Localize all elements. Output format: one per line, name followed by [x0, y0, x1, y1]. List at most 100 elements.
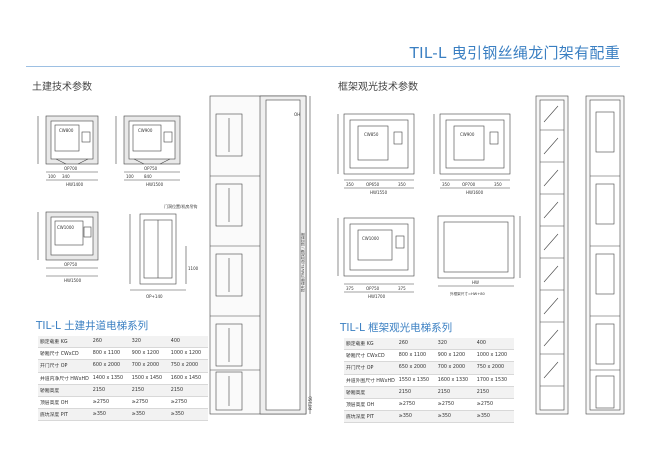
shaft-side-note: 提升高度(TRAVEL)及层站数 / 顶层高度: [300, 232, 305, 292]
frame-table-cell: 2150: [435, 386, 475, 399]
civil-plan-drawings: CW800 OP700 340 HW1400 100 CW900 OP750 8…: [37, 115, 199, 299]
frame-table-cell: 1550 x 1350: [396, 374, 436, 387]
frame-table-cell: 650 x 2000: [396, 361, 436, 375]
frame-series-title: TIL-L 框架观光电梯系列: [340, 322, 453, 334]
frame-box-label: HW: [472, 280, 479, 285]
shaft-bottom-label: PIT350: [308, 396, 313, 410]
frame-plan3-right: 375: [398, 286, 406, 291]
civil-table-cell: 400: [168, 336, 208, 349]
civil-table-cell: ≥350: [129, 408, 169, 422]
plan2-mid-dim: 840: [144, 174, 152, 179]
frame-table-cell: 320: [435, 338, 475, 351]
frame-plan2-width: HW1600: [466, 190, 484, 195]
civil-table-cell: 900 x 1200: [129, 347, 169, 361]
frame-shaft-section: [535, 95, 625, 415]
civil-table-cell: 1400 x 1350: [90, 372, 130, 385]
civil-table-cell: 2150: [129, 384, 169, 397]
frame-plan2-right: 350: [494, 182, 502, 187]
civil-series-title: TIL-L 土建井道电梯系列: [36, 320, 149, 332]
frame-table-cell: 2150: [474, 386, 514, 399]
civil-table-row-label: 额定载重 KG: [38, 336, 91, 349]
frame-table-cell: 800 x 1100: [396, 349, 436, 363]
frame-table-row-label: 井道外围尺寸 HWxHD: [344, 374, 397, 387]
page-title: TIL-L 曳引钢丝绳龙门架有配重: [409, 44, 620, 62]
frame-table-cell: 750 x 2000: [474, 361, 514, 375]
civil-table-row-label: 开门尺寸 OP: [38, 359, 91, 373]
shaft-top-label: OH: [294, 112, 300, 117]
civil-table-row-label: 顶层高度 OH: [38, 396, 91, 410]
frame-table-cell: ≥350: [435, 410, 475, 424]
frame-plan2-car: CW900: [460, 132, 475, 137]
civil-table-cell: 600 x 2000: [90, 359, 130, 373]
plan2-car-label: CW900: [138, 128, 153, 133]
frame-plan3-door: OP750: [366, 286, 380, 291]
civil-table-cell: 1500 x 1450: [129, 372, 169, 385]
plan3-width-label: HW1500: [64, 278, 82, 283]
civil-table-cell: 800 x 1100: [90, 347, 130, 361]
plan3-door-label: OP750: [64, 262, 78, 267]
civil-table-row-label: 轿厢高度: [38, 384, 91, 397]
frame-table-cell: 260: [396, 338, 436, 351]
plan2-width-label: HW1500: [146, 182, 164, 187]
civil-table-cell: 750 x 2000: [168, 359, 208, 373]
frame-table-row-label: 顶层高度 OH: [344, 398, 397, 412]
civil-table-cell: ≥2750: [168, 396, 208, 410]
civil-table-row: 底坑深度 PIT≥350≥350≥350: [38, 408, 208, 422]
frame-table-row-label: 额定载重 KG: [344, 338, 397, 351]
elevation-side-dim: 1100: [188, 266, 199, 271]
frame-table-cell: ≥2750: [396, 398, 436, 412]
plan2-left-dim: 100: [126, 174, 134, 179]
frame-table-cell: 1600 x 1330: [435, 374, 475, 387]
frame-table-row-label: 轿厢高度: [344, 386, 397, 399]
plan1-mid-dim: 340: [62, 174, 70, 179]
civil-section-heading: 土建技术参数: [32, 82, 92, 93]
frame-table-row-label: 开门尺寸 OP: [344, 361, 397, 375]
frame-plan1-width: HW1550: [370, 190, 388, 195]
frame-plan1-car: CW850: [364, 132, 379, 137]
frame-table-cell: ≥2750: [435, 398, 475, 412]
civil-table-row: 顶层高度 OH≥2750≥2750≥2750: [38, 396, 208, 410]
civil-table-cell: ≥350: [90, 408, 130, 422]
civil-table-cell: 1600 x 1450: [168, 372, 208, 385]
plan3-car-label: CW1000: [57, 225, 74, 230]
frame-plan1-door: OP650: [366, 182, 380, 187]
frame-table-cell: 700 x 2000: [435, 361, 475, 375]
civil-table-cell: 320: [129, 336, 169, 349]
civil-table-row-label: 井道内净尺寸 HWxHD: [38, 372, 91, 385]
civil-table-cell: ≥350: [168, 408, 208, 422]
frame-table-cell: ≥2750: [474, 398, 514, 412]
frame-plan3-car: CW1000: [362, 236, 379, 241]
frame-section-heading: 框架观光技术参数: [338, 82, 418, 93]
civil-table-cell: 260: [90, 336, 130, 349]
frame-plan1-right: 350: [398, 182, 406, 187]
frame-table-row: 底坑深度 PIT≥350≥350≥350: [344, 410, 514, 424]
plan1-width-label: HW1400: [66, 182, 84, 187]
frame-plan-drawings: CW850 OP650 HW1550 350 350 CW900 OP700 H…: [337, 113, 521, 299]
frame-plan2-left: 350: [442, 182, 450, 187]
frame-box-note: 外框架尺寸=HW+80: [450, 291, 486, 296]
elevation-op-label: OP+140: [146, 294, 163, 299]
frame-plan1-left: 350: [346, 182, 354, 187]
civil-table-row-label: 底坑深度 PIT: [38, 408, 91, 422]
frame-table-cell: 1000 x 1200: [474, 349, 514, 363]
plan1-door-label: OP700: [64, 166, 78, 171]
frame-plan3-width: HW1700: [368, 294, 386, 299]
civil-table-cell: ≥2750: [129, 396, 169, 410]
frame-table-cell: 900 x 1200: [435, 349, 475, 363]
plan1-left-dim: 100: [48, 174, 56, 179]
elevation-note: 门洞位置/机房吊钩: [164, 203, 197, 209]
plan2-door-label: OP750: [144, 166, 158, 171]
civil-shaft-section: OH PIT350 提升高度(TRAVEL)及层站数 / 顶层高度: [209, 95, 313, 415]
frame-table-row: 顶层高度 OH≥2750≥2750≥2750: [344, 398, 514, 412]
